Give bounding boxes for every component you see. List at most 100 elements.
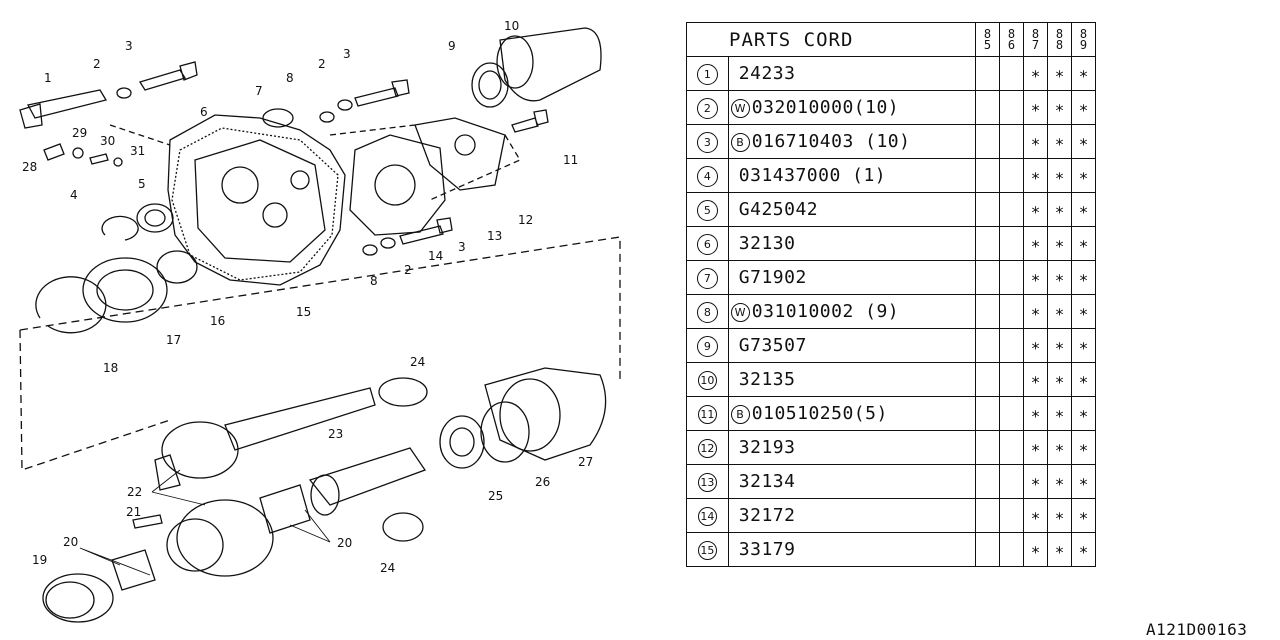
ball-31: [113, 157, 123, 167]
part-prefix: B: [730, 133, 750, 152]
year-applicability-mark: ∗: [1023, 124, 1048, 159]
year-applicability-mark: ∗: [1023, 328, 1048, 363]
year-applicability-mark: [975, 294, 1000, 329]
differential-carrier: [176, 499, 274, 577]
case-bore: [221, 166, 259, 204]
year-applicability-mark: [999, 396, 1024, 431]
year-applicability-mark: [999, 294, 1024, 329]
parts-cord-header: PARTS CORD: [686, 22, 976, 57]
part-code: 33179: [727, 532, 977, 567]
year-applicability-mark: [999, 56, 1024, 91]
callout-15: 15: [296, 305, 311, 319]
bolt-3-right: [354, 79, 410, 107]
callout-22: 22: [127, 485, 142, 499]
callout-4: 4: [70, 188, 78, 202]
shift-lever-1: [19, 89, 108, 129]
callout-24a: 24: [410, 355, 425, 369]
part-code: 32130: [727, 226, 977, 261]
row-number: 11: [686, 396, 729, 431]
washer-2-left: [116, 87, 132, 99]
seal-ring-9: [471, 62, 509, 108]
part-prefix: W: [730, 99, 750, 118]
row-number: 6: [686, 226, 729, 261]
callout-9: 9: [448, 39, 456, 53]
washer-8-upper: [319, 111, 335, 123]
year-applicability-mark: ∗: [1071, 226, 1096, 261]
part-code: 32172: [727, 498, 977, 533]
row-number: 14: [686, 498, 729, 533]
bearing-25: [439, 415, 485, 469]
bearing-20-left: [111, 549, 156, 591]
year-applicability-mark: ∗: [1047, 260, 1072, 295]
callout-3b: 3: [343, 47, 351, 61]
row-number: 15: [686, 532, 729, 567]
row-number: 1: [686, 56, 729, 91]
year-applicability-mark: [975, 192, 1000, 227]
year-applicability-mark: [975, 396, 1000, 431]
washer-8-lower: [362, 244, 378, 256]
callout-5: 5: [138, 177, 146, 191]
year-applicability-mark: ∗: [1047, 430, 1072, 465]
extension-housing: [499, 27, 602, 102]
spring-30: [89, 153, 109, 165]
bearing-20-right: [259, 484, 311, 534]
pinion-shaft-23: [308, 447, 427, 506]
callout-2c: 2: [404, 263, 412, 277]
side-gear-24-lower: [382, 512, 424, 542]
callout-3c: 3: [458, 240, 466, 254]
year-applicability-mark: ∗: [1047, 56, 1072, 91]
year-applicability-mark: [975, 498, 1000, 533]
row-number: 4: [686, 158, 729, 193]
cover-plate: [349, 134, 446, 236]
part-prefix: B: [730, 405, 750, 424]
leader-dashes-upper: [109, 124, 521, 201]
year-applicability-mark: ∗: [1071, 90, 1096, 125]
washer-29: [72, 147, 84, 159]
year-applicability-mark: [975, 362, 1000, 397]
row-number: 10: [686, 362, 729, 397]
year-applicability-mark: [975, 464, 1000, 499]
part-code: 32135: [727, 362, 977, 397]
row-number: 9: [686, 328, 729, 363]
bolt-21: [132, 514, 163, 529]
year-applicability-mark: ∗: [1047, 226, 1072, 261]
year-applicability-mark: ∗: [1071, 192, 1096, 227]
year-applicability-mark: [999, 260, 1024, 295]
year-applicability-mark: ∗: [1071, 362, 1096, 397]
year-applicability-mark: ∗: [1023, 226, 1048, 261]
callout-28: 28: [22, 160, 37, 174]
year-applicability-mark: [999, 124, 1024, 159]
year-applicability-mark: ∗: [1071, 532, 1096, 567]
part-code: G425042: [727, 192, 977, 227]
year-applicability-mark: [975, 260, 1000, 295]
callout-25: 25: [488, 489, 503, 503]
callout-labels: 1 2 3 4 5 6 7 8 9 10 11 12 13 14 15 16 1…: [22, 19, 593, 575]
callout-21: 21: [126, 505, 141, 519]
part-prefix: W: [730, 303, 750, 322]
washer-2-lower: [380, 237, 396, 249]
snap-ring-16: [156, 250, 198, 284]
washer-2-right: [337, 99, 353, 111]
row-number: 8: [686, 294, 729, 329]
bearing-5: [136, 203, 174, 233]
year-applicability-mark: ∗: [1047, 192, 1072, 227]
callout-26: 26: [535, 475, 550, 489]
year-applicability-mark: ∗: [1071, 158, 1096, 193]
year-applicability-mark: ∗: [1047, 90, 1072, 125]
case-gasket: [171, 127, 339, 281]
callout-1: 1: [44, 71, 52, 85]
part-code: 32134: [727, 464, 977, 499]
year-applicability-mark: [999, 328, 1024, 363]
callout-29: 29: [72, 126, 87, 140]
year-applicability-mark: ∗: [1023, 90, 1048, 125]
year-applicability-mark: [999, 498, 1024, 533]
year-applicability-mark: ∗: [1047, 294, 1072, 329]
